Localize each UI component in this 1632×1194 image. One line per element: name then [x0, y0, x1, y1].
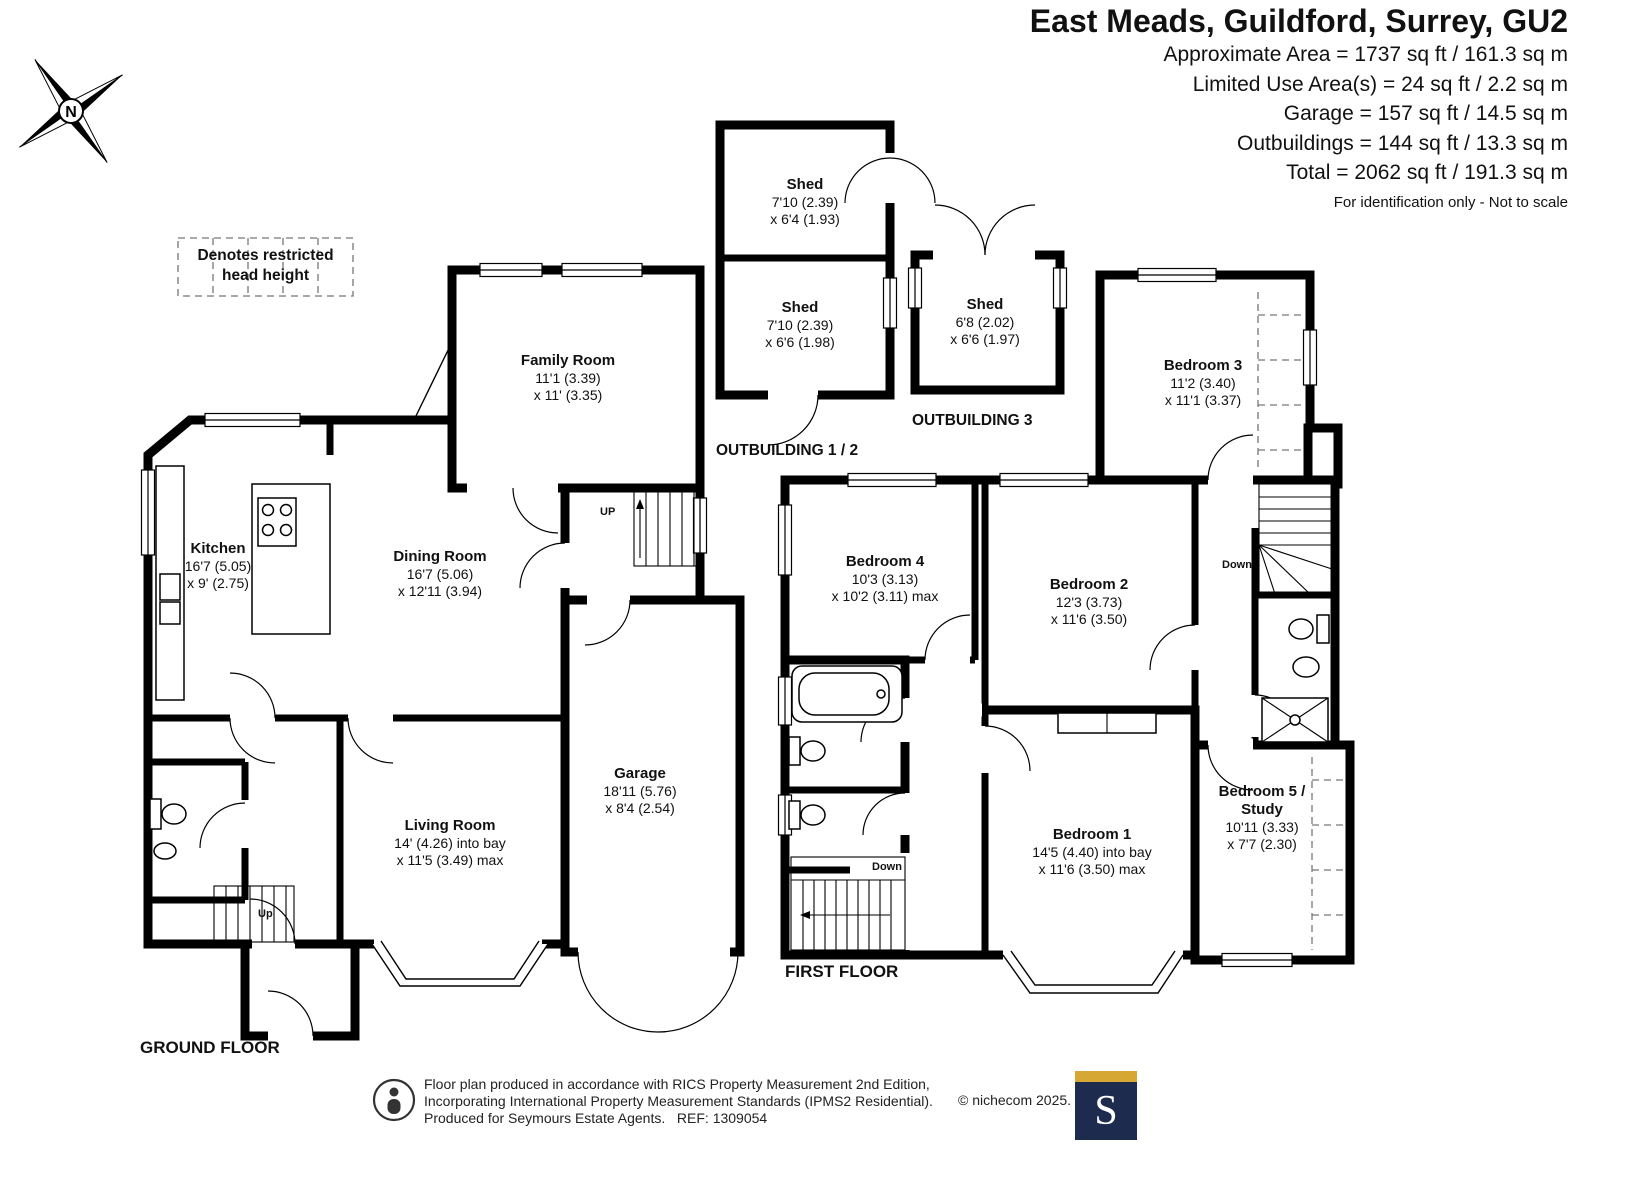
- stairs-up-label-small: Up: [258, 908, 273, 920]
- disclaimer: For identification only - Not to scale: [1333, 193, 1568, 211]
- first-floor-label: FIRST FLOOR: [785, 962, 899, 981]
- ground-floor-label: GROUND FLOOR: [140, 1038, 280, 1057]
- footer-line1: Floor plan produced in accordance with R…: [424, 1076, 930, 1092]
- area-limited-use: Limited Use Area(s) = 24 sq ft / 2.2 sq …: [1192, 72, 1568, 96]
- footer-line3: Produced for Seymours Estate Agents. REF…: [424, 1110, 768, 1126]
- room-label-shed3: Shed 6'8 (2.02) x 6'6 (1.97): [950, 296, 1020, 347]
- restricted-head-height-bed5: [1311, 757, 1346, 950]
- room-label-shed2: Shed 7'10 (2.39) x 6'6 (1.98): [765, 299, 835, 350]
- ground-small-stairs: [213, 885, 295, 943]
- outbuilding12-label: OUTBUILDING 1 / 2: [716, 442, 859, 459]
- seymours-logo-letter: S: [1094, 1088, 1118, 1134]
- ensuite-toilet-icon: [1288, 614, 1330, 644]
- room-label-living-room: Living Room 14' (4.26) into bay x 11'5 (…: [394, 817, 506, 868]
- stairs-down-label-right: Down: [1222, 559, 1252, 571]
- outbuilding3-label: OUTBUILDING 3: [912, 412, 1033, 429]
- footer-line2: Incorporating International Property Mea…: [424, 1093, 933, 1109]
- copyright-notice: © nichecom 2025.: [958, 1092, 1072, 1108]
- area-approximate: Approximate Area = 1737 sq ft / 161.3 sq…: [1163, 43, 1569, 66]
- first-door-openings: [898, 473, 1262, 962]
- ensuite-sink-icon: [1292, 656, 1320, 678]
- outbuildings-plan: [715, 120, 1068, 446]
- stairs-down-label-left: Down: [872, 861, 902, 873]
- room-label-family-room: Family Room 11'1 (3.39) x 11' (3.35): [520, 352, 616, 403]
- legend-restricted-head-height: Denotes restricted head height: [197, 247, 334, 284]
- hob-icon: [257, 497, 297, 547]
- area-garage: Garage = 157 sq ft / 14.5 sq m: [1283, 102, 1568, 125]
- page-title: East Meads, Guildford, Surrey, GU2: [1029, 3, 1568, 39]
- room-label-bedroom4: Bedroom 4 10'3 (3.13) x 10'2 (3.11) max: [831, 553, 939, 604]
- header: East Meads, Guildford, Surrey, GU2 Appro…: [1030, 2, 1568, 211]
- compass-rose-icon: N: [19, 59, 123, 163]
- legend-hatch: [177, 237, 354, 297]
- ground-interior-walls: [148, 420, 565, 944]
- room-label-bedroom1: Bedroom 1 14'5 (4.40) into bay x 11'6 (3…: [1032, 826, 1152, 877]
- restricted-head-height-bed3: [1257, 292, 1304, 472]
- first-windows: [777, 267, 1318, 968]
- area-total: Total = 2062 sq ft / 191.3 sq m: [1286, 161, 1568, 184]
- bay-window-living: [371, 940, 549, 987]
- seymours-logo: S: [1075, 1071, 1137, 1140]
- bay-window-bed1: [1002, 950, 1184, 994]
- outbuilding-openings: [768, 153, 1035, 402]
- room-label-kitchen: Kitchen 16'7 (5.05) x 9' (2.75): [184, 540, 252, 591]
- room-label-garage: Garage 18'11 (5.76) x 8'4 (2.54): [603, 765, 677, 816]
- compass-north-label: N: [65, 104, 77, 121]
- bed1-closet: [1057, 712, 1157, 734]
- room-label-bedroom2: Bedroom 2 12'3 (3.73) x 11'6 (3.50): [1049, 576, 1129, 627]
- bath-icon: [791, 665, 903, 723]
- ground-wc-toilet-icon: [149, 798, 187, 830]
- first-left-stairs: [790, 856, 906, 951]
- bathroom-toilet-icon: [788, 736, 826, 766]
- first-floor-plan: [777, 267, 1355, 994]
- outbuilding-door-arcs: [767, 157, 1036, 446]
- ground-door-arcs: [199, 341, 739, 1037]
- ground-main-stairs: [633, 489, 701, 567]
- person-icon: [372, 1078, 416, 1122]
- outbuilding-windows: [882, 267, 1068, 329]
- shower-icon: [1261, 697, 1329, 743]
- room-label-bedroom5-study: Bedroom 5 / Study 10'11 (3.33) x 7'7 (2.…: [1218, 783, 1306, 852]
- kitchen-counter: [155, 465, 185, 701]
- room-label-bedroom3: Bedroom 3 11'2 (3.40) x 11'1 (3.37): [1163, 357, 1243, 408]
- ground-floor-plan: [140, 262, 745, 1043]
- area-outbuildings: Outbuildings = 144 sq ft / 13.3 sq m: [1237, 131, 1568, 155]
- ground-wc-sink-icon: [153, 842, 177, 860]
- room-label-dining-room: Dining Room 16'7 (5.06) x 12'11 (3.94): [393, 548, 487, 599]
- stairs-up-label-main: UP: [600, 506, 616, 518]
- wc-toilet-icon: [788, 800, 826, 830]
- room-label-shed1: Shed 7'10 (2.39) x 6'4 (1.93): [770, 176, 840, 227]
- first-right-stairs: [1258, 483, 1336, 595]
